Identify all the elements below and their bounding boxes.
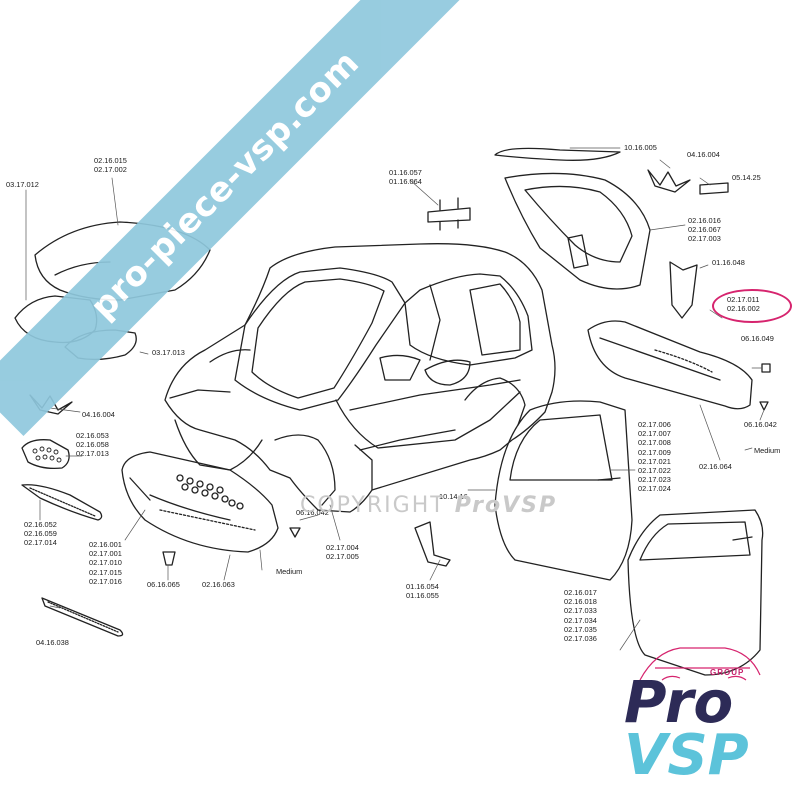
label-clip-center: 06.16.042 <box>296 508 329 517</box>
car-body-shell <box>164 243 556 513</box>
front-bumper <box>121 451 279 553</box>
label-bumper-medium: Medium <box>276 567 303 576</box>
tailgate <box>504 172 651 290</box>
label-rear-bumper-medium: Medium <box>754 446 781 455</box>
side-grille <box>21 484 103 521</box>
bottom-grille <box>41 597 124 637</box>
logo-group-text: GROUP <box>710 668 745 677</box>
copyright-watermark: COPYRIGHT ProVSP <box>300 493 558 518</box>
logo-pro-text: Pro <box>624 668 734 736</box>
label-screw-right: 06.16.049 <box>741 334 774 343</box>
label-bumper-ref: 02.16.063 <box>202 580 235 589</box>
door-lower <box>627 509 764 676</box>
logo-vsp-text: VSP <box>624 723 749 788</box>
label-badge: 05.14.25 <box>732 173 761 182</box>
floor-bracket <box>414 521 451 567</box>
label-bottom-grille: 04.16.038 <box>36 638 69 647</box>
label-ornament-left: 04.16.004 <box>82 410 115 419</box>
clip-center <box>289 527 301 538</box>
clip-part <box>759 401 769 411</box>
provsp-logo: GROUP Pro VSP <box>600 647 790 795</box>
tailgate-seal <box>494 147 621 161</box>
screw-part <box>761 363 771 373</box>
rear-bumper-highlight-circle <box>712 289 792 323</box>
label-ornament-right: 04.16.004 <box>687 150 720 159</box>
hinge-part <box>427 197 471 231</box>
label-door-seal: 10.14.16 <box>439 492 468 501</box>
fog-grille <box>21 439 70 470</box>
rear-bumper <box>587 320 753 410</box>
clip-left <box>162 551 176 566</box>
label-rear-bracket: 01.16.048 <box>712 258 745 267</box>
label-seal: 10.16.005 <box>624 143 657 152</box>
car-silhouette-icon <box>639 647 761 681</box>
label-rear-bumper-ref: 02.16.064 <box>699 462 732 471</box>
label-hood-left: 03.17.012 <box>6 180 39 189</box>
badge-part <box>699 182 729 195</box>
label-clip-right: 06.16.042 <box>744 420 777 429</box>
ornament-right <box>647 169 691 193</box>
label-hood-lower: 03.17.013 <box>152 348 185 357</box>
door-upper <box>494 400 633 581</box>
rear-bracket <box>669 261 698 319</box>
label-clip-left: 06.16.065 <box>147 580 180 589</box>
